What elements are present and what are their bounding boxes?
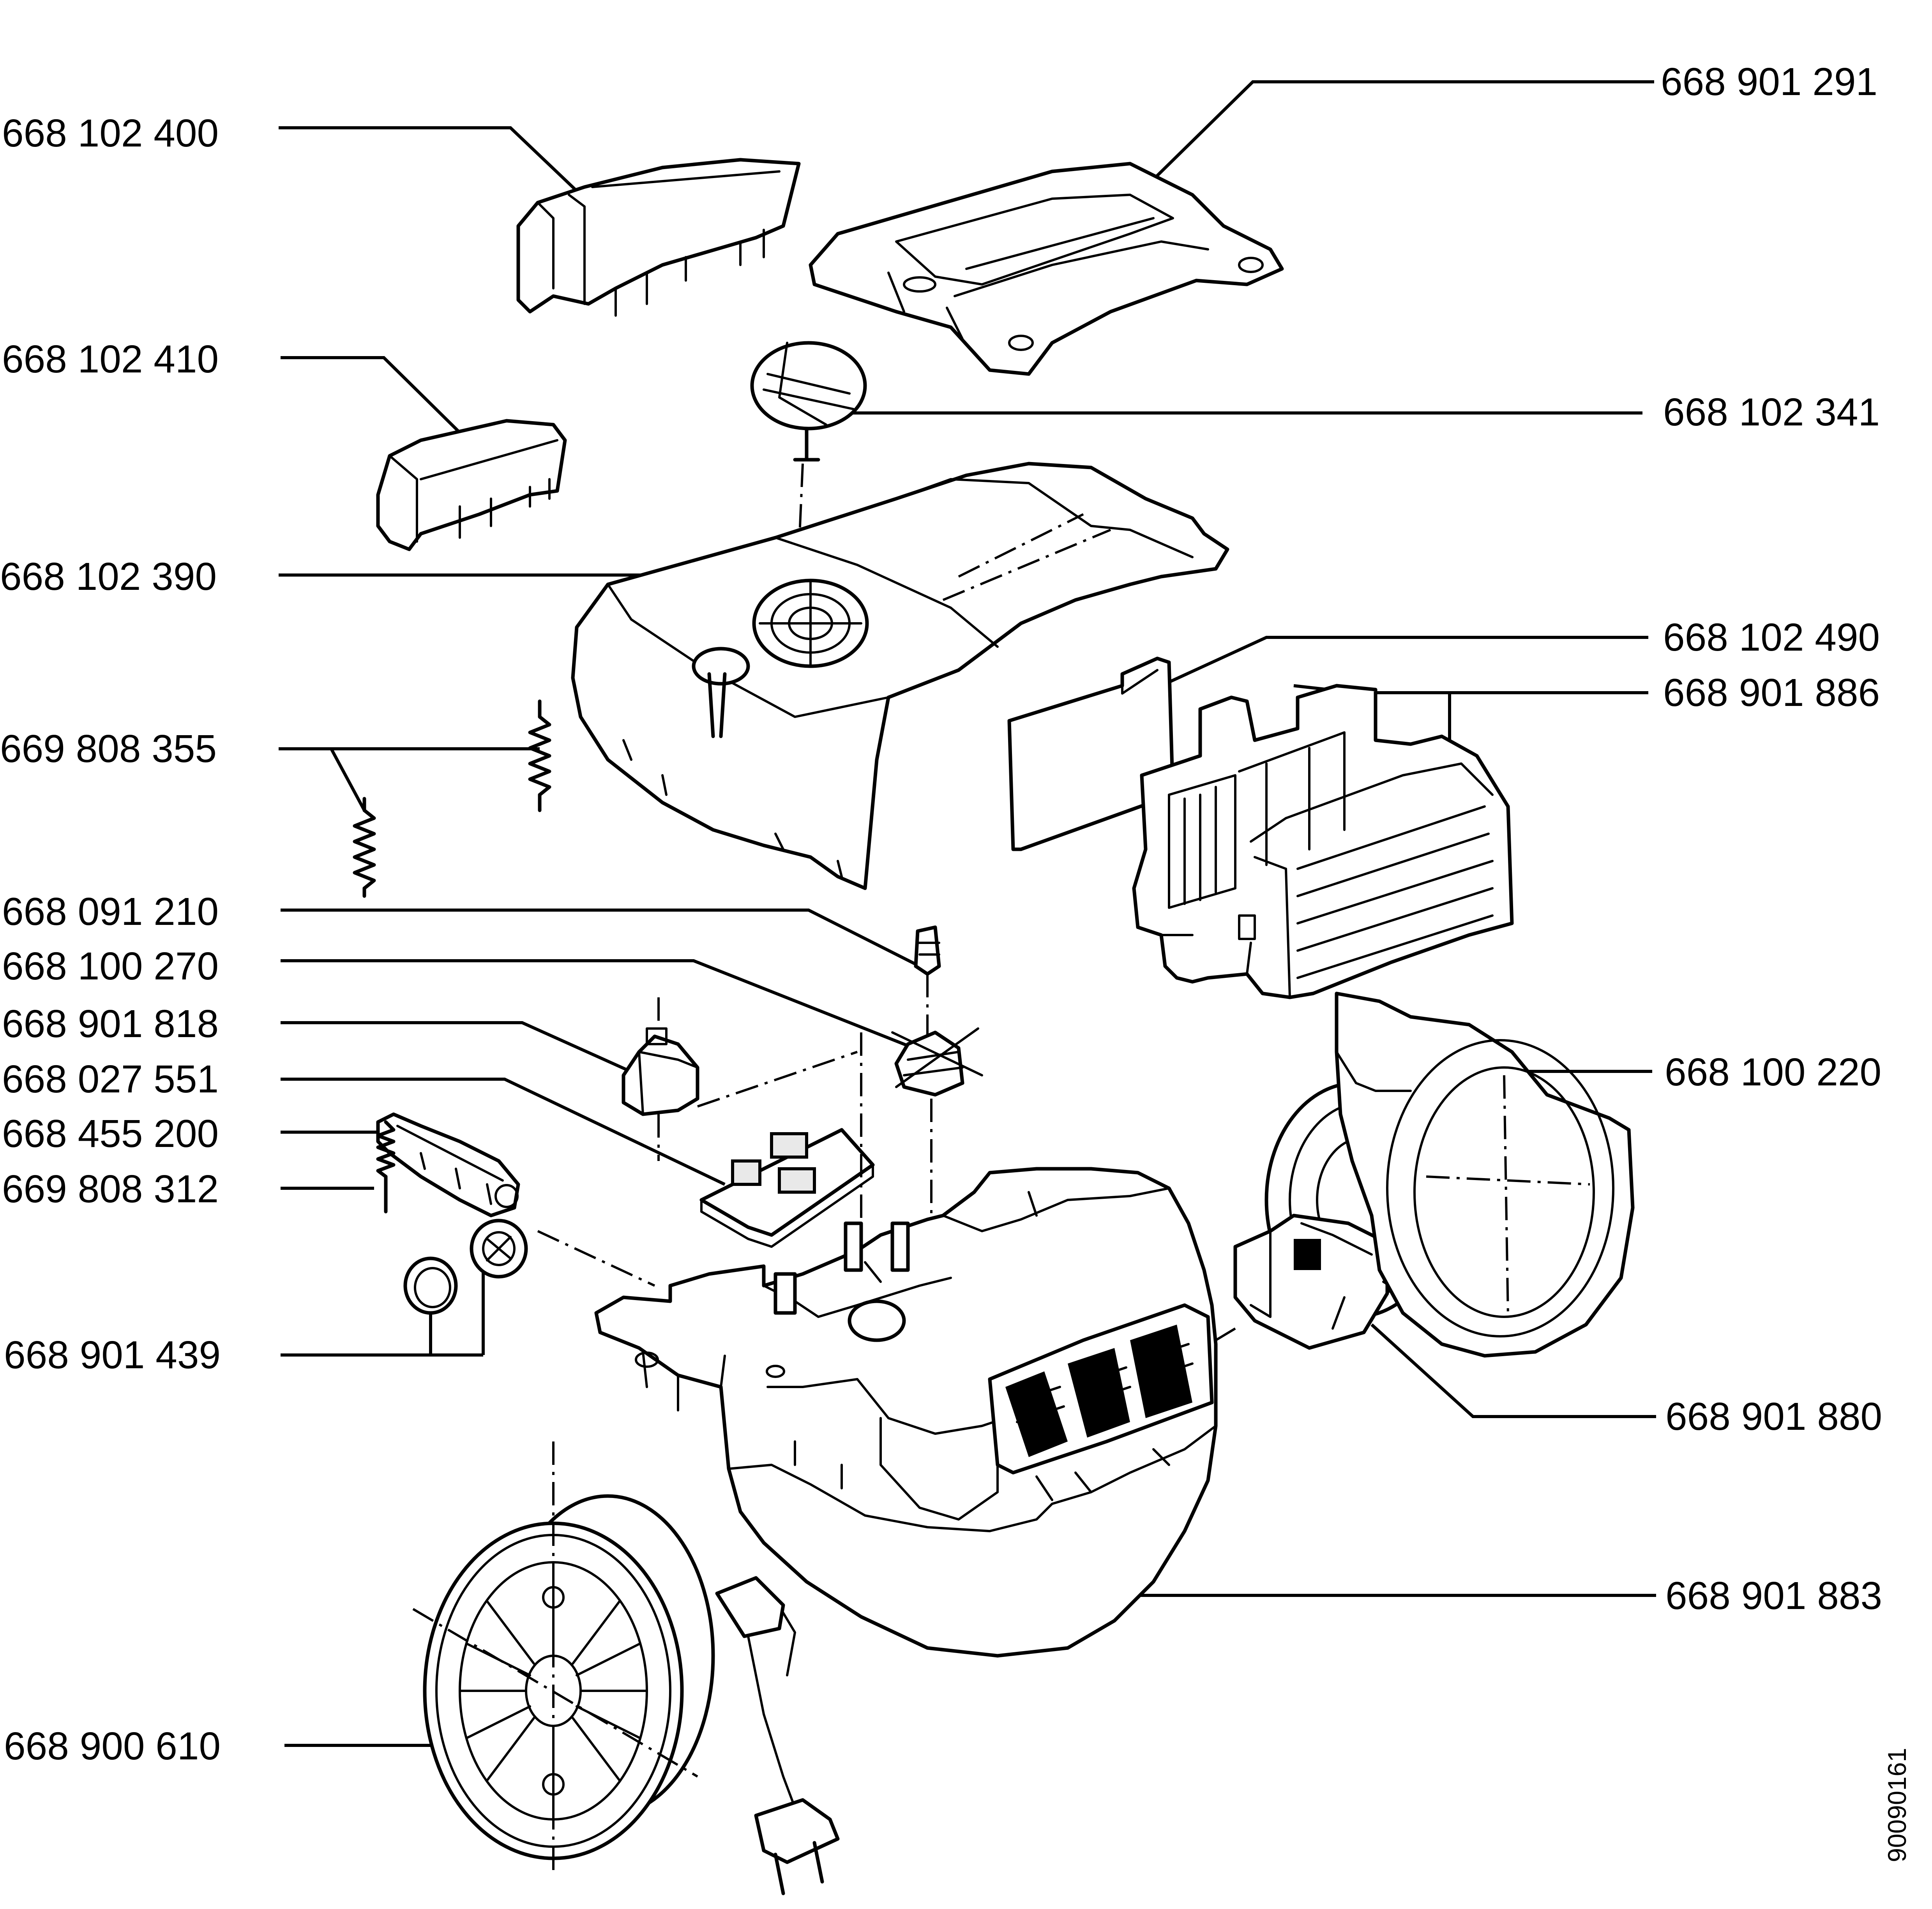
document-number: 90090161 [1883, 1748, 1911, 1862]
part-small-fittings [891, 925, 983, 1235]
part-number-668-901-880: 668 901 880 [1665, 1395, 1883, 1438]
part-discs [403, 1219, 655, 1315]
part-number-668-100-220: 668 100 220 [1665, 1050, 1882, 1094]
part-number-668-091-210: 668 091 210 [2, 890, 219, 933]
part-number-668-455-200: 668 455 200 [2, 1112, 219, 1156]
part-chassis [594, 1167, 1218, 1658]
part-springs-top [353, 699, 551, 898]
part-spring-small [376, 1120, 396, 1214]
part-top-cover [809, 162, 1284, 376]
part-number-668-901-439: 668 901 439 [4, 1333, 221, 1377]
part-body-cover [571, 462, 1229, 890]
part-number-668-901-886: 668 901 886 [1663, 671, 1880, 715]
part-bracket [376, 1112, 520, 1217]
part-handle [516, 158, 801, 317]
part-small-cover [376, 419, 567, 551]
part-cord-reel [412, 1441, 840, 1895]
part-number-668-100-270: 668 100 270 [2, 944, 219, 988]
part-number-668-102-410: 668 102 410 [2, 337, 219, 381]
part-knob [750, 341, 867, 554]
part-number-669-808-312: 669 808 312 [2, 1167, 219, 1211]
part-number-668-901-291: 668 901 291 [1661, 60, 1878, 104]
part-number-668-901-883: 668 901 883 [1665, 1574, 1883, 1618]
part-number-668-102-490: 668 102 490 [1663, 616, 1880, 659]
part-number-668-901-818: 668 901 818 [2, 1002, 219, 1046]
part-filter-panel [1007, 656, 1175, 851]
part-switch [622, 997, 858, 1161]
leader-lines-left [279, 126, 924, 1747]
part-number-668-102-400: 668 102 400 [2, 111, 219, 155]
part-number-668-900-610: 668 900 610 [4, 1724, 221, 1768]
part-grille-housing [1132, 684, 1514, 999]
part-circuit-board [699, 1032, 875, 1248]
part-number-668-102-341: 668 102 341 [1663, 390, 1880, 434]
part-motor-housing [1335, 992, 1635, 1358]
part-number-668-027-551: 668 027 551 [2, 1057, 219, 1101]
part-number-669-808-355: 669 808 355 [0, 727, 217, 771]
part-number-668-102-390: 668 102 390 [0, 555, 217, 598]
